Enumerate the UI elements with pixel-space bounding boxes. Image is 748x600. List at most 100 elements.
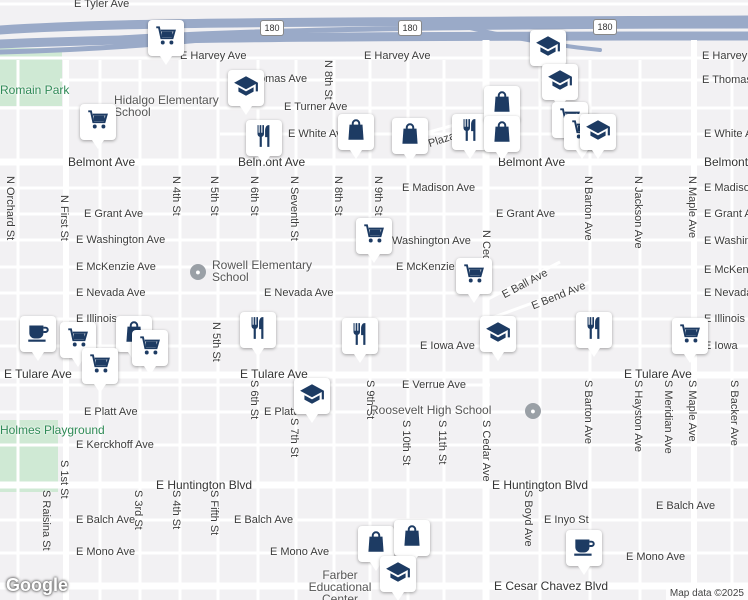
street-label: E Washington [704, 235, 748, 247]
cafe-icon [571, 533, 597, 564]
street-label: E Nevada Ave [264, 287, 334, 299]
map-marker[interactable] [148, 20, 184, 65]
street-label: S 10th St [400, 420, 412, 466]
street-label: E Madison Ave [704, 182, 748, 194]
map-marker[interactable] [342, 318, 378, 363]
street-label: E White Ave [704, 128, 748, 140]
map-marker[interactable] [394, 520, 430, 565]
street-label: E Harvey Ave [702, 50, 748, 62]
street-label: S Backer Ave [728, 380, 740, 446]
park-label[interactable]: Holmes Playground [0, 423, 105, 437]
map-marker[interactable] [530, 30, 566, 75]
street-label: Belmont Ave [498, 155, 566, 169]
street-label: N First St [58, 195, 70, 241]
street-label: N 6th St [248, 176, 260, 216]
street-label: N 8th St [332, 176, 344, 216]
map-marker[interactable] [20, 316, 56, 361]
street-label: E Tulare Ave [240, 367, 308, 381]
street-label: E Mono Ave [626, 551, 686, 563]
map-attribution[interactable]: Map data ©2025 [665, 587, 748, 600]
shopping-bag-icon [489, 89, 515, 120]
school-label[interactable]: Roosevelt High School [370, 403, 492, 417]
street-label: E Washington Ave [76, 234, 166, 246]
street-label: E McKenzie Ave [396, 261, 476, 273]
street-label: E Platt Ave [84, 406, 138, 418]
shopping-cart-icon [461, 261, 487, 292]
street-label: E Tulare Ave [4, 367, 72, 381]
street-label: E Huntington Blvd [492, 478, 589, 492]
street-label: E Cesar Chavez Blvd [494, 579, 609, 593]
map-marker[interactable] [456, 258, 492, 303]
map-marker[interactable] [80, 104, 116, 149]
street-label: E Turner Ave [284, 101, 348, 113]
street-label: N 8th St [322, 60, 334, 100]
map-marker[interactable] [566, 530, 602, 575]
shopping-cart-icon [65, 325, 91, 356]
park-label[interactable]: Romain Park [0, 83, 70, 97]
street-label: S 1st St [58, 460, 70, 499]
map-marker[interactable] [576, 312, 612, 357]
street-label: N 5th St [210, 322, 222, 362]
street-label: Belmont Ave [704, 155, 748, 169]
street-label: E Thomas Ave [702, 74, 748, 86]
school-icon [299, 381, 325, 412]
street-label: E Balch Ave [656, 500, 716, 512]
shopping-cart-icon [87, 351, 113, 382]
map-marker[interactable] [380, 556, 416, 600]
street-label: E Inyo St [544, 514, 589, 526]
street-label: E Mono Ave [76, 546, 136, 558]
map-marker[interactable] [672, 318, 708, 363]
map-marker[interactable] [82, 348, 118, 393]
cafe-icon [25, 319, 51, 350]
shopping-cart-icon [85, 107, 111, 138]
street-label: S Meridian Ave [662, 380, 674, 454]
school-label[interactable]: Hidalgo Elementary School [114, 93, 219, 119]
school-icon [385, 559, 411, 590]
street-label: N Jackson Ave [632, 176, 644, 249]
restaurant-icon [347, 321, 373, 352]
shopping-cart-icon [677, 321, 703, 352]
map-marker[interactable] [580, 114, 616, 159]
map-marker[interactable] [356, 218, 392, 263]
street-label: N Barton Ave [582, 176, 594, 241]
map-marker[interactable] [392, 118, 428, 163]
school-label[interactable]: Farber Educational Center [308, 568, 372, 600]
map-marker[interactable] [480, 316, 516, 361]
street-label: S Maple Ave [686, 380, 698, 442]
map-marker[interactable] [294, 378, 330, 423]
school-place-icon: ● [190, 264, 206, 280]
street-label: E McKenz [704, 264, 748, 276]
street-label: S 4th St [170, 490, 182, 530]
map-marker[interactable] [228, 70, 264, 115]
street-label: N Orchard St [4, 176, 16, 241]
street-label: E Mono Ave [270, 546, 330, 558]
street-label: E White Ave [288, 128, 348, 140]
street-label: E Verrue Ave [402, 379, 467, 391]
street-label: S 7th St [288, 418, 300, 458]
street-label: E Madison Ave [402, 182, 476, 194]
street-label: E Platt [264, 406, 297, 418]
street-label: S 11th St [436, 420, 448, 465]
map-marker[interactable] [338, 114, 374, 159]
map-marker[interactable] [452, 114, 488, 159]
street-label: N Seventh St [288, 176, 300, 241]
street-label: S Cedar Ave [480, 420, 492, 482]
map-marker[interactable] [542, 64, 578, 109]
school-icon [485, 319, 511, 350]
shopping-cart-icon [153, 23, 179, 54]
shopping-cart-icon [361, 221, 387, 252]
map-marker[interactable] [132, 330, 168, 375]
street-label: Washington Ave [392, 235, 471, 247]
map-marker[interactable] [484, 116, 520, 161]
restaurant-icon [251, 123, 277, 154]
map-marker[interactable] [240, 312, 276, 357]
street-label: E Grant Ave [704, 208, 748, 220]
street-label: S 6th St [248, 380, 260, 420]
map-marker[interactable] [246, 120, 282, 165]
school-label[interactable]: Rowell Elementary School [212, 258, 313, 284]
street-label: E Huntington Blvd [156, 478, 253, 492]
restaurant-icon [581, 315, 607, 346]
street-label: E Harvey Ave [180, 50, 247, 62]
street-label: E Tulare Ave [624, 367, 692, 381]
